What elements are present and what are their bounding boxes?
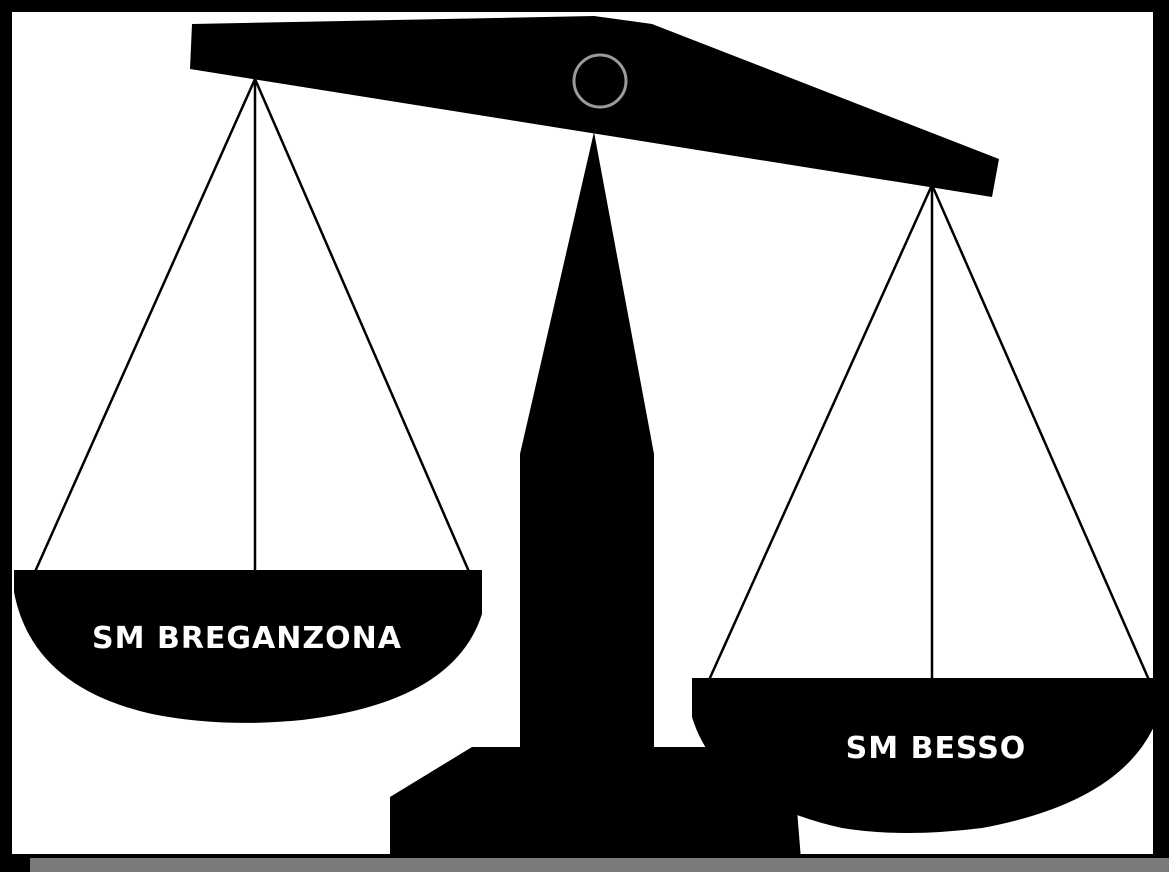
illustration-panel: SM BREGANZONA SM BESSO bbox=[10, 10, 1155, 856]
left-pan-strings bbox=[32, 78, 472, 575]
frame-shadow bbox=[30, 858, 1169, 872]
left-pan bbox=[14, 570, 482, 723]
right-pan-strings bbox=[707, 184, 1151, 681]
left-pan-label: SM BREGANZONA bbox=[92, 621, 402, 656]
right-pan-label: SM BESSO bbox=[846, 731, 1027, 766]
scale-base bbox=[390, 747, 801, 854]
scale-column bbox=[520, 132, 654, 762]
pivot-icon bbox=[572, 53, 628, 109]
right-pan bbox=[692, 678, 1153, 833]
balance-scale-illustration: SM BREGANZONA SM BESSO bbox=[14, 16, 1153, 854]
